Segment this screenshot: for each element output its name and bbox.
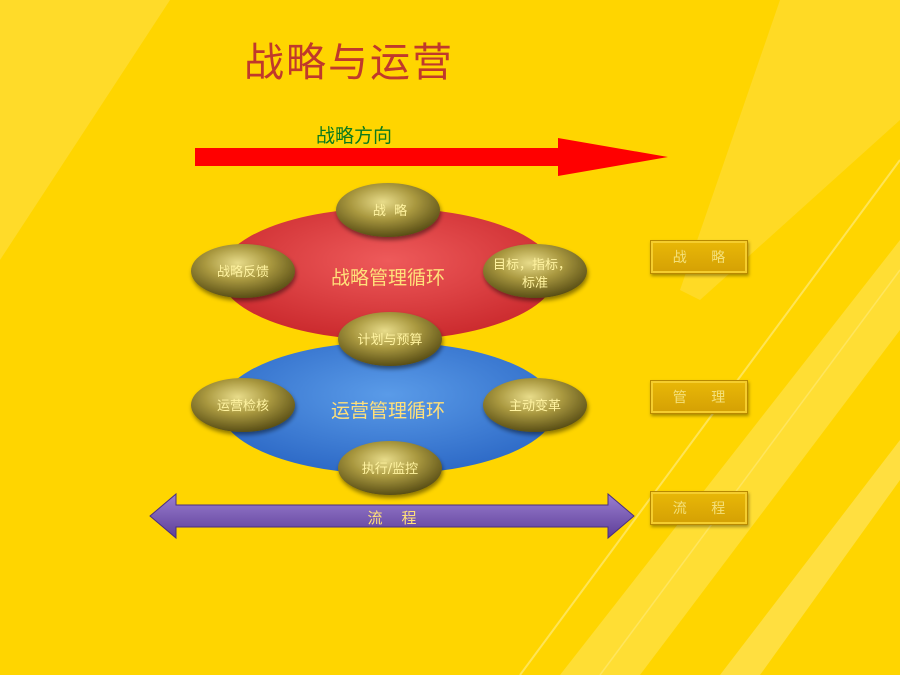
- side-label-strategy-text: 战 略: [672, 250, 736, 266]
- process-arrow-label: 流 程: [367, 509, 416, 527]
- node-strategy-label: 战 略: [373, 203, 407, 219]
- side-label-management-text: 管 理: [672, 390, 736, 406]
- node-strategy: [336, 183, 440, 237]
- side-label-management: 管 理: [650, 380, 748, 414]
- node-targets-indicators-standards: [483, 244, 587, 298]
- node-proactive-change: [483, 378, 587, 432]
- strategy-cycle-label: 战略管理循环: [331, 267, 445, 289]
- node-plan-budget-label: 计划与预算: [357, 333, 422, 348]
- node-strategy-feedback: [191, 244, 295, 298]
- node-targets-label-line2: 标准: [522, 276, 548, 291]
- node-execution-monitoring-label: 执行/监控: [362, 462, 418, 477]
- strategy-direction-label: 战略方向: [316, 125, 393, 147]
- node-strategy-feedback-label: 战略反馈: [217, 264, 269, 280]
- node-execution-monitoring: [338, 441, 442, 495]
- side-label-process: 流 程: [650, 491, 748, 525]
- strategy-direction-arrow: [195, 138, 668, 176]
- node-plan-budget: [338, 312, 442, 366]
- process-double-arrow: [149, 492, 635, 540]
- node-proactive-change-label: 主动变革: [509, 398, 561, 414]
- operations-cycle-ellipse: [220, 342, 556, 474]
- side-label-strategy: 战 略: [650, 240, 748, 274]
- node-operations-review-label: 运营检核: [217, 399, 269, 414]
- side-label-process-text: 流 程: [672, 501, 736, 517]
- node-targets-label-line1: 目标，指标，: [493, 258, 571, 273]
- strategy-cycle-ellipse: [220, 208, 556, 340]
- page-title: 战略与运营: [244, 40, 454, 86]
- operations-cycle-label: 运营管理循环: [331, 400, 445, 422]
- node-operations-review: [191, 378, 295, 432]
